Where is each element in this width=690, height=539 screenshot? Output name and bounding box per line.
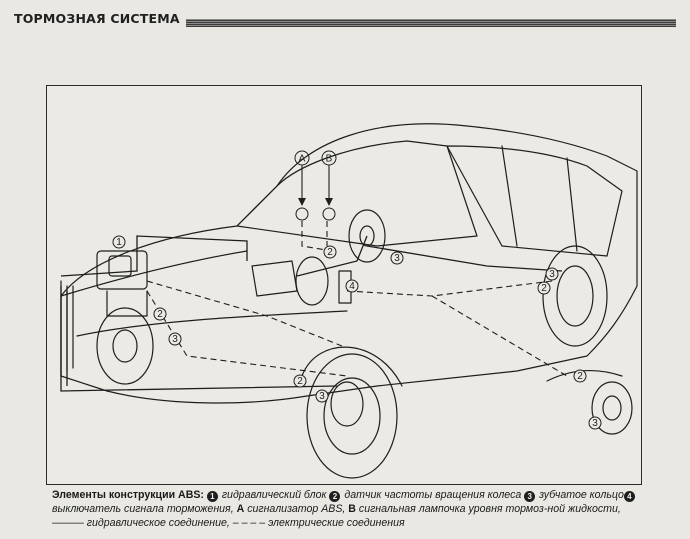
car-windshield	[236, 140, 478, 247]
front-left-brake	[96, 307, 154, 385]
caption-text-1: гидравлический блок	[218, 489, 330, 501]
abs-diagram-figure: A B 1 2 3 2 3 4 2 3 3 2 2 3	[46, 85, 642, 485]
callout-1-circle	[112, 235, 126, 249]
callout-4-label: 4	[349, 281, 355, 292]
callout-3-circle	[168, 332, 182, 346]
callout-3-circle	[588, 416, 602, 430]
front-right-brake	[330, 381, 364, 427]
caption-text-2: датчик частоты вращения колеса	[341, 489, 525, 501]
hydraulic-unit	[96, 250, 148, 290]
caption-text-a: сигнализатор ABS,	[244, 502, 349, 515]
callout-2-label: 2	[157, 309, 163, 320]
rear-hub-detail	[591, 381, 633, 435]
caption-label-a: A	[236, 502, 245, 515]
caption-text-4: выключатель сигнала торможения,	[52, 502, 237, 515]
callout-b-label: B	[326, 154, 333, 165]
abs-warning-lamp	[295, 207, 309, 221]
hydraulic-line	[366, 245, 563, 272]
electrical-line	[146, 280, 343, 347]
rear-wheel	[542, 245, 608, 347]
car-body-outline	[60, 123, 638, 404]
callout-2-label: 2	[577, 371, 583, 382]
caption-text-b: сигнальная лампочка уровня тормоз-ной жи…	[52, 502, 621, 529]
caption-label-b: B	[348, 502, 356, 515]
callout-2-label: 2	[297, 376, 303, 387]
hydraulic-line	[60, 286, 338, 392]
brake-fluid-lamp	[322, 207, 336, 221]
hydraulic-line	[296, 235, 368, 277]
brake-booster	[295, 256, 329, 306]
caption-num-2: 2	[329, 491, 341, 502]
callout-3-circle	[390, 251, 404, 265]
electrical-line	[301, 221, 333, 252]
caption-num-1: 1	[206, 491, 218, 502]
page-header: ТОРМОЗНАЯ СИСТЕМА	[0, 10, 690, 32]
master-cylinder	[251, 260, 298, 297]
callout-3-label: 3	[592, 418, 598, 429]
caption-num-3: 3	[524, 491, 536, 502]
callout-3-label: 3	[549, 269, 555, 280]
callout-2-circle	[293, 374, 307, 388]
callout-1-label: 1	[116, 237, 122, 248]
callout-3-circle	[545, 267, 559, 281]
caption-num-4: 4	[623, 491, 635, 502]
callout-3-label: 3	[172, 334, 178, 345]
callout-2-circle	[153, 307, 167, 321]
callout-a-label: A	[299, 154, 306, 165]
callout-2-label: 2	[327, 247, 333, 258]
header-rule	[186, 19, 676, 27]
car-side-windows	[446, 145, 623, 257]
hydraulic-line	[60, 235, 248, 277]
front-wheel	[306, 353, 398, 479]
callout-3-label: 3	[319, 391, 325, 402]
page-title: ТОРМОЗНАЯ СИСТЕМА	[14, 11, 180, 26]
callout-2-circle	[323, 245, 337, 259]
abs-car-illustration: A B 1 2 3 2 3 4 2 3 3 2 2 3	[60, 123, 638, 479]
callout-2-label: 2	[541, 283, 547, 294]
caption-lead: Элементы конструкции ABS:	[52, 489, 204, 501]
figure-caption: Элементы конструкции ABS: 1 гидравлическ…	[52, 489, 652, 530]
callout-3-circle	[315, 389, 329, 403]
caption-text-3: зубчатое кольцо	[536, 489, 624, 501]
electrical-line	[346, 280, 553, 297]
callout-4-circle	[345, 279, 359, 293]
electrical-line	[431, 295, 568, 377]
callout-2-circle	[537, 281, 551, 295]
callout-2-circle	[573, 369, 587, 383]
rear-left-brake	[348, 209, 386, 263]
callout-3-label: 3	[394, 253, 400, 264]
